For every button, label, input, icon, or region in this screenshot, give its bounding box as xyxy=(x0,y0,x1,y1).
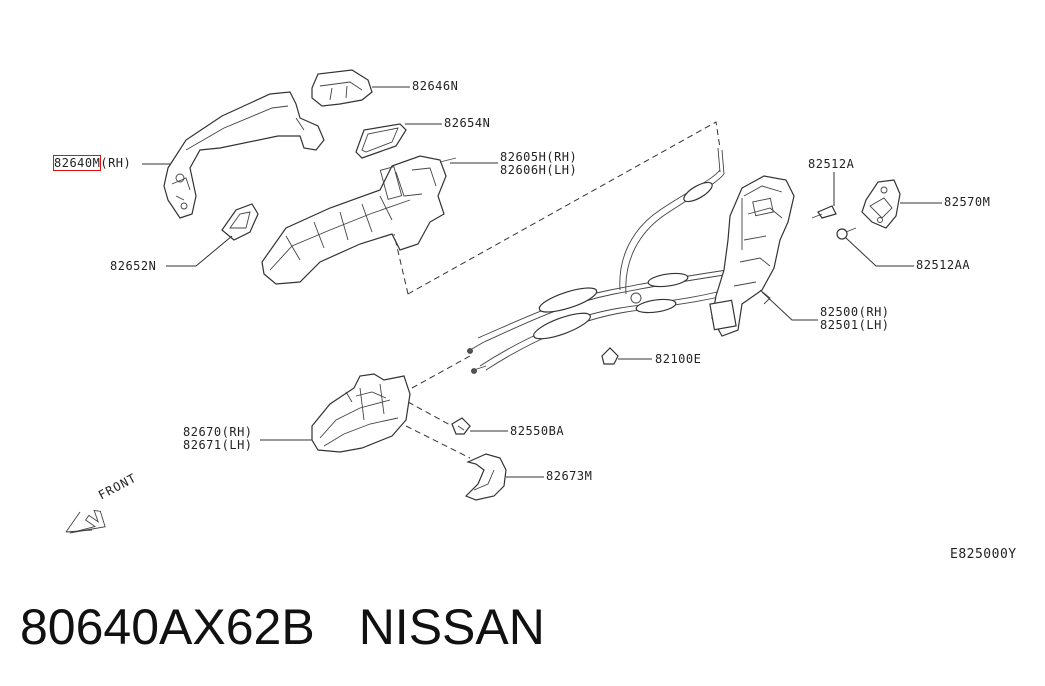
callout-line: 82673M xyxy=(546,469,593,483)
callout-line: 82671(LH) xyxy=(183,438,253,452)
callout-line: 82512A xyxy=(808,157,855,171)
figure-code: E825000Y xyxy=(950,547,1017,562)
part-door-lock-actuator[interactable] xyxy=(709,175,795,337)
callout-82500: 82500(RH) 82501(LH) xyxy=(820,306,890,332)
part-bolt-82512a[interactable] xyxy=(811,205,837,219)
exploded-parts-diagram xyxy=(65,69,942,534)
callout-line: 82652N xyxy=(110,259,157,273)
callout-line: 82501(LH) xyxy=(820,318,890,332)
part-handle-cover[interactable] xyxy=(464,453,507,501)
callout-line: 82654N xyxy=(444,116,491,130)
callout-82100e: 82100E xyxy=(655,353,701,366)
callout-82670: 82670(RH) 82671(LH) xyxy=(183,426,253,452)
callout-highlighted-part[interactable]: 82640M xyxy=(52,155,102,171)
callout-82673m: 82673M xyxy=(546,470,592,483)
callout-82640m: 82640M(RH) xyxy=(52,155,132,171)
callout-line: 82605H(RH) xyxy=(500,150,578,164)
callout-82652n: 82652N xyxy=(110,260,156,273)
part-inside-handle[interactable] xyxy=(311,373,411,453)
callout-side: (RH) xyxy=(100,156,132,170)
part-escutcheon-gasket[interactable] xyxy=(221,203,259,241)
callout-82512aa: 82512AA xyxy=(916,259,970,272)
part-footer: 80640AX62B NISSAN xyxy=(20,598,545,656)
callout-82646n: 82646N xyxy=(412,80,458,93)
part-bolt-82512aa[interactable] xyxy=(836,227,857,240)
callout-82605h: 82605H(RH) 82606H(LH) xyxy=(500,151,577,177)
callout-line: 82606H(LH) xyxy=(500,163,578,177)
callout-line: 82646N xyxy=(412,79,459,93)
brand-name: NISSAN xyxy=(358,599,545,655)
callout-82570m: 82570M xyxy=(944,196,990,209)
callout-line: 82500(RH) xyxy=(820,305,890,319)
callout-line: 82570M xyxy=(944,195,991,209)
part-outside-handle[interactable] xyxy=(163,91,325,219)
part-number: 80640AX62B xyxy=(20,599,315,655)
front-arrow-icon xyxy=(65,509,106,534)
part-handle-bracket[interactable] xyxy=(261,155,457,285)
callout-line: 82100E xyxy=(655,352,702,366)
callout-82512a: 82512A xyxy=(808,158,854,171)
callout-line: 82512AA xyxy=(916,258,971,272)
callout-line: 82670(RH) xyxy=(183,425,253,439)
part-cable-clip[interactable] xyxy=(601,347,619,365)
part-door-lock-cables[interactable] xyxy=(467,147,747,374)
part-gasket[interactable] xyxy=(355,123,407,159)
callout-82550ba: 82550BA xyxy=(510,425,564,438)
callout-line: 82550BA xyxy=(510,424,565,438)
part-handle-cap[interactable] xyxy=(311,69,373,107)
part-screw-82550ba[interactable] xyxy=(451,417,471,435)
part-door-striker[interactable] xyxy=(861,179,901,229)
callout-82654n: 82654N xyxy=(444,117,490,130)
